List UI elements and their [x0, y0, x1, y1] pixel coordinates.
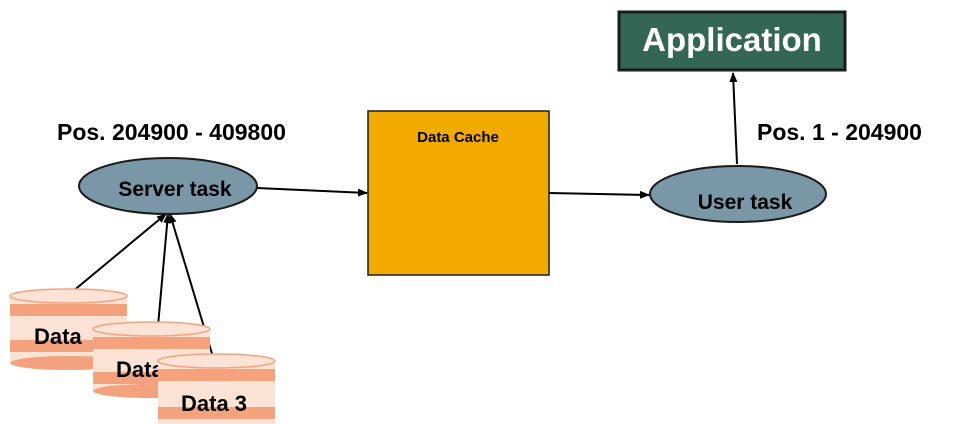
server-range-label: Pos. 204900 - 409800 — [57, 119, 286, 145]
server-task-node: Server task — [78, 157, 258, 215]
user-task-ellipse — [649, 165, 827, 223]
data-cache-label: Data Cache — [417, 129, 499, 146]
user-range-label: Pos. 1 - 204900 — [757, 119, 922, 145]
user-task-node: User task — [649, 165, 827, 223]
data-cache-rect — [367, 110, 550, 276]
arrow-data2-to-server — [157, 213, 172, 327]
application-box-rect — [617, 10, 847, 72]
application-label: Application — [642, 21, 822, 58]
arrow-server-to-cache — [256, 187, 368, 197]
arrow-cache-to-user — [548, 190, 650, 199]
server-task-ellipse — [78, 157, 258, 215]
server-task-label: Server task — [118, 178, 232, 201]
user-task-label: User task — [698, 191, 793, 214]
data-source-1-label: Data — [34, 324, 82, 349]
data-source-2-label: Data — [116, 357, 164, 382]
data-source-3-label: Data 3 — [181, 391, 247, 416]
data-cylinder-3: Data 3 — [157, 353, 276, 424]
data-cache-box: Data Cache — [367, 110, 550, 276]
application-box: Application — [617, 10, 847, 72]
arrow-user-to-application — [729, 72, 738, 165]
arrow-data1-to-server — [71, 213, 167, 293]
